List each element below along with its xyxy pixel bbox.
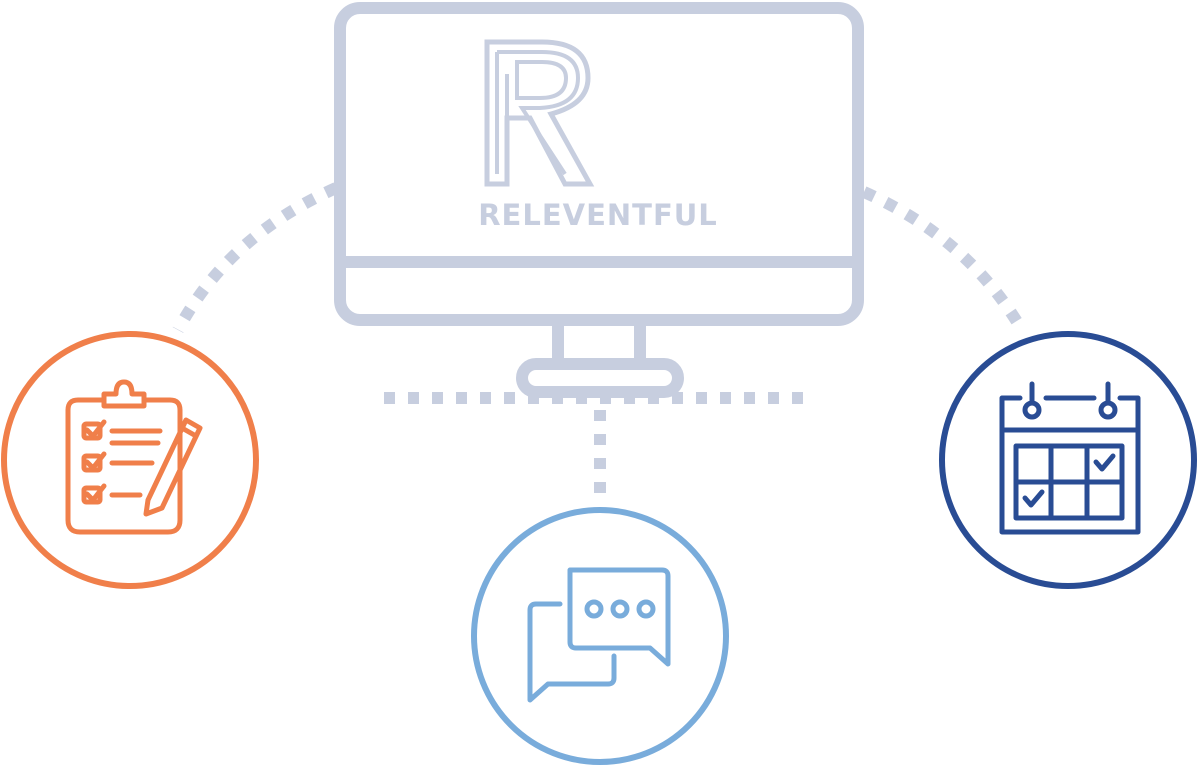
clipboard-checklist-pencil-icon (65, 379, 203, 535)
calendar-check-icon (999, 381, 1141, 535)
monitor-frame (334, 2, 864, 326)
monitor-stand (516, 358, 684, 398)
connector-right-arc (861, 186, 1028, 334)
calendar-circle (939, 331, 1197, 589)
brand-name: RELEVENTFUL (478, 198, 718, 232)
chat-bubbles-icon (527, 567, 671, 703)
monitor-neck (552, 324, 646, 362)
monitor-icon (334, 2, 864, 398)
checklist-node (1, 331, 259, 589)
dotted-connectors (172, 182, 1028, 500)
checklist-circle (1, 331, 259, 589)
releventful-logo: RELEVENTFUL (478, 39, 718, 232)
connector-left-arc (172, 182, 339, 333)
chat-circle (471, 507, 729, 765)
calendar-node (939, 331, 1197, 589)
logo-monogram-icon (484, 39, 595, 187)
chat-node (471, 507, 729, 765)
